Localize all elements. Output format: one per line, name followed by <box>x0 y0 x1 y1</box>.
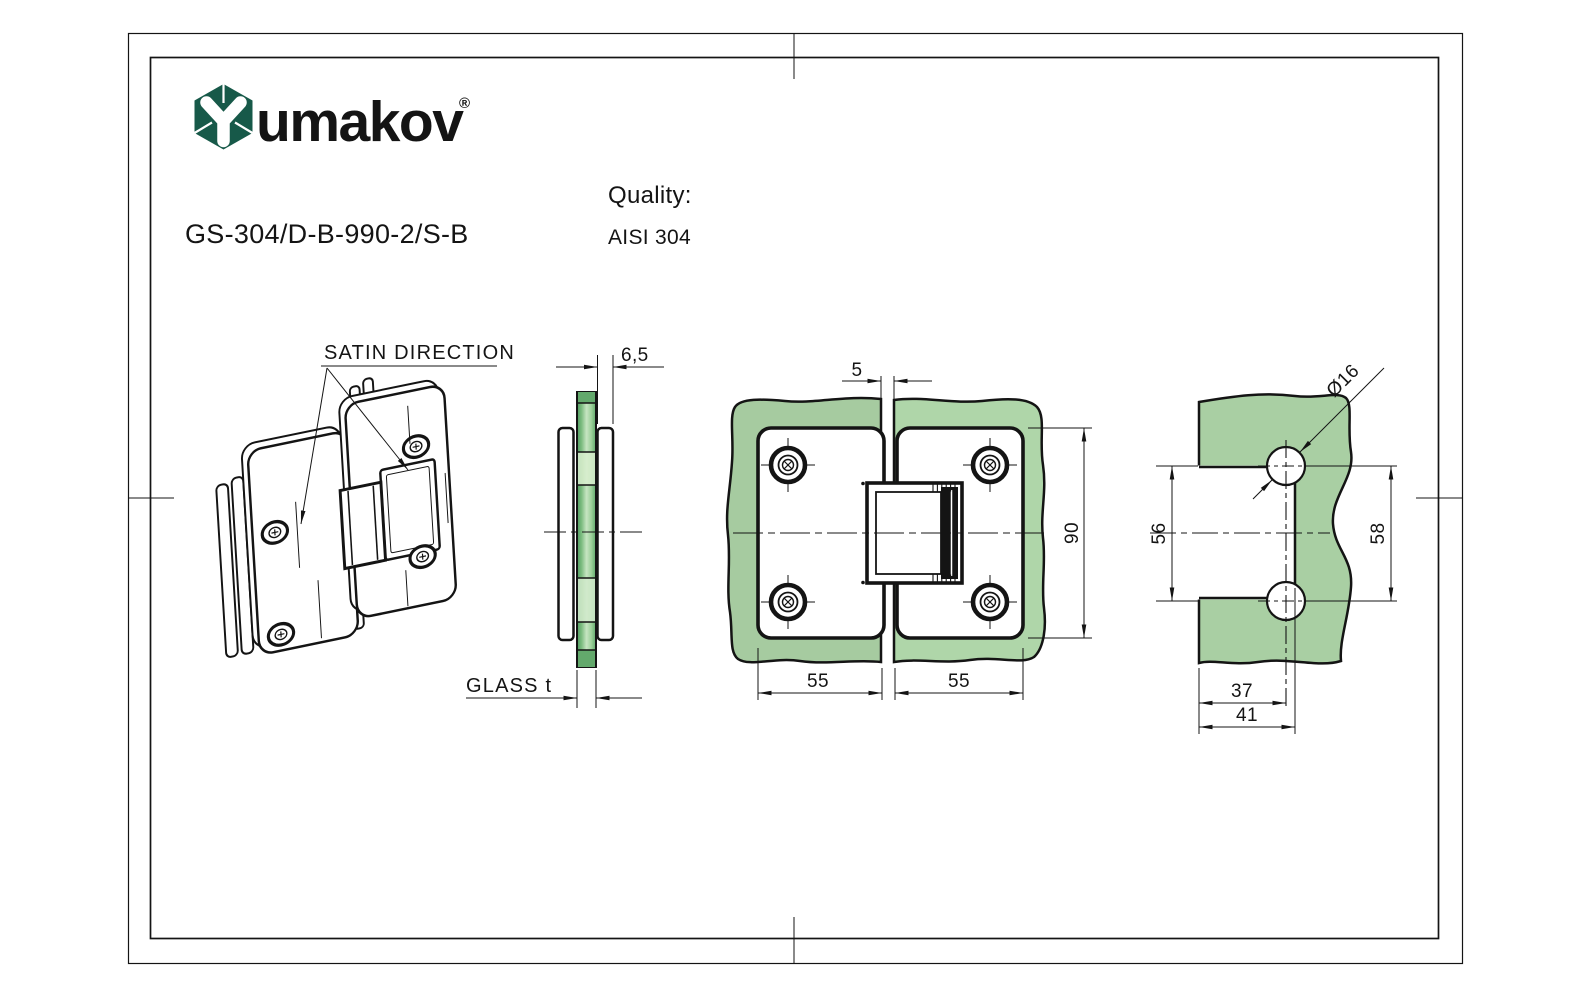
hexagon-logo-icon <box>193 84 254 150</box>
svg-text:5: 5 <box>852 360 863 381</box>
svg-text:37: 37 <box>1231 681 1253 702</box>
svg-text:41: 41 <box>1236 705 1258 726</box>
svg-text:58: 58 <box>1368 523 1389 545</box>
title-block: GS-304/D-B-990-2/S-B Quality: AISI 304 <box>185 182 692 249</box>
dim-plate-width-right: 55 <box>894 648 1024 700</box>
satin-leader-arrow <box>300 367 328 525</box>
registered-mark: ® <box>459 95 470 112</box>
dim-plate-height: 90 <box>1028 427 1092 639</box>
dim-notch-width: 41 <box>1199 588 1296 734</box>
satin-leader-arrow <box>326 367 409 471</box>
front-view: 5 55 55 90 <box>725 360 1092 700</box>
dim-hole-spacing-right: 58 <box>1307 465 1397 602</box>
glass-edge-strip <box>576 391 597 668</box>
dim-plate-thickness: 6,5 <box>556 345 664 424</box>
isometric-view: SATIN DIRECTION <box>215 342 515 658</box>
iso-hinge-knuckle <box>338 480 388 571</box>
side-plate-left <box>557 426 575 642</box>
quality-value: AISI 304 <box>608 226 691 249</box>
side-view: 6,5 GLASS t <box>466 345 664 708</box>
dim-hole-spacing-left: 56 <box>1149 465 1198 602</box>
brand-logo: umakov ® <box>193 84 470 154</box>
quality-label: Quality: <box>608 182 692 209</box>
product-code: GS-304/D-B-990-2/S-B <box>185 219 469 249</box>
glass-edge-left <box>215 483 239 658</box>
satin-direction-label: SATIN DIRECTION <box>324 342 515 364</box>
drilling-view: Ø16 56 58 37 41 <box>1149 360 1397 734</box>
dim-glass-gap: 5 <box>842 360 932 399</box>
svg-text:55: 55 <box>807 671 829 692</box>
glass-thickness-label: GLASS t <box>466 675 552 697</box>
side-plate-right <box>596 426 615 642</box>
dim-plate-width-left: 55 <box>757 648 883 700</box>
brand-name: umakov <box>256 90 464 154</box>
dim-glass-thickness: GLASS t <box>466 670 642 708</box>
svg-text:90: 90 <box>1062 522 1083 544</box>
svg-text:56: 56 <box>1149 523 1170 545</box>
svg-text:6,5: 6,5 <box>621 345 649 366</box>
drawing-frame <box>127 32 1464 965</box>
svg-text:55: 55 <box>948 671 970 692</box>
dim-hole-offset: 37 <box>1198 668 1286 734</box>
